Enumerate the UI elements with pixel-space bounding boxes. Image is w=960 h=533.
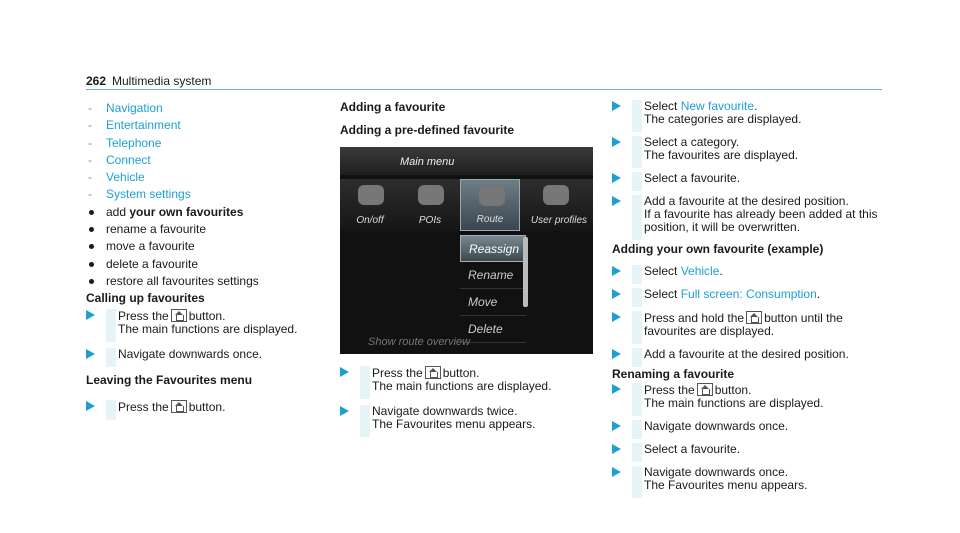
- route-icon: [479, 186, 505, 206]
- page-number: 262: [86, 74, 107, 88]
- instruction-step: Select New fa­vourite.The categories are…: [612, 99, 892, 132]
- arrow-icon: [612, 384, 621, 394]
- instruction-step: Navigate down­wards once.: [612, 420, 892, 439]
- tile-pois: POIs: [400, 179, 460, 231]
- menu-item-move: Move: [460, 289, 526, 316]
- home-button-icon: [170, 309, 187, 323]
- map-icon: [418, 185, 444, 205]
- menu-link: New fa­vourite: [680, 99, 755, 113]
- tile-route: Route: [460, 179, 520, 231]
- screen-scrollbar: [523, 237, 528, 307]
- page-title: Multimedia sy­stem: [112, 74, 212, 88]
- arrow-icon: [612, 137, 621, 147]
- arrow-icon: [340, 406, 349, 416]
- screen-bottom-label: Show route overview: [368, 336, 471, 348]
- multimedia-screen-image: Main menu On/off POIs Route User profile…: [340, 147, 593, 354]
- arrow-icon: [86, 310, 95, 321]
- tile-on-off: On/off: [340, 179, 400, 231]
- user-icon: [543, 185, 569, 205]
- bullet-item: rename a fa­vourite: [86, 221, 316, 238]
- instruction-step: Select Vehicle.: [612, 264, 892, 284]
- instruction-step: Select Full screen: Consumption.: [612, 287, 892, 307]
- heading-predefined-favourite: Adding a pre-defined fa­vourite: [340, 123, 515, 137]
- instruction-step: Select a fa­vourite.: [612, 172, 892, 191]
- home-button-icon: [424, 366, 441, 379]
- home-button-icon: [746, 311, 763, 324]
- header-divider: [86, 89, 882, 90]
- menu-list-item: -Telephone: [88, 135, 162, 150]
- bullet-item: mo­ve a fa­vourite: [86, 238, 316, 255]
- column-middle: Adding a fa­vourite Adding a pre-defined…: [340, 100, 590, 138]
- arrow-icon: [612, 421, 621, 431]
- arrow-icon: [86, 401, 95, 412]
- arrow-icon: [612, 266, 621, 276]
- menu-item-rename: Rename: [460, 262, 526, 289]
- arrow-icon: [340, 367, 349, 377]
- arrow-icon: [86, 349, 95, 360]
- arrow-icon: [612, 196, 621, 206]
- heading-calling-up: Calling up fa­vourites: [86, 291, 205, 306]
- page-header: 262 Multimedia sy­stem: [86, 74, 882, 88]
- home-button-icon: [696, 383, 713, 396]
- instruction-step: Navigate down­wards once.: [86, 348, 316, 368]
- bullet-item: dele­te a fa­vourite: [86, 256, 316, 273]
- arrow-icon: [612, 289, 621, 299]
- menu-list-item: -Navigation: [88, 101, 163, 115]
- screen-topbar: Main menu: [340, 147, 593, 175]
- arrow-icon: [612, 173, 621, 183]
- instruction-step: Navigate down­wards twice.The Fa­vourite…: [340, 405, 590, 437]
- menu-list-item: -Vehicle: [88, 170, 145, 185]
- menu-item-reassign: Reassign: [460, 235, 526, 262]
- menu-link: Full screen: Consumption: [680, 287, 817, 301]
- heading-adding-favourite: Adding a fa­vourite: [340, 100, 446, 114]
- instruction-step: Select a fa­vourite.: [612, 443, 892, 462]
- tile-user-profiles: User profiles: [525, 179, 593, 231]
- instruction-step: Select a categor­y.The fa­vourites are d…: [612, 136, 892, 168]
- menu-list-item: -Entertainment: [88, 118, 181, 133]
- screen-context-menu: Reassign Rename Move Delete: [460, 235, 526, 343]
- menu-link: Vehicle: [680, 264, 720, 278]
- arrow-icon: [612, 467, 621, 477]
- car-icon: [358, 185, 384, 205]
- bullet-item: add your own fa­vourites: [86, 204, 316, 221]
- arrow-icon: [612, 444, 621, 454]
- arrow-icon: [612, 312, 621, 322]
- home-button-icon: [170, 400, 187, 414]
- instruction-step: Add a fa­vourite at the desired position…: [612, 348, 892, 367]
- instruction-step: Navigate down­wards once.The Fa­vourites…: [612, 466, 892, 498]
- instruction-step: Add a fa­vourite at the desired position…: [612, 195, 892, 240]
- heading-own-favourite: Adding your own fa­vourite (example): [612, 242, 824, 256]
- heading-leaving: Leaving the Fa­vourites menu: [86, 373, 253, 388]
- menu-item-delete: Delete: [460, 316, 526, 343]
- column-right: Select New fa­vourite.The categories are…: [612, 99, 892, 498]
- column-left: -Navigation -Entertainment -Telephone -C…: [86, 100, 316, 421]
- menu-list-item: -System settings: [88, 187, 191, 202]
- bullet-item: restore all fa­vourites settings: [86, 273, 316, 290]
- menu-list-item: -Connect: [88, 152, 151, 167]
- arrow-icon: [612, 101, 621, 111]
- arrow-icon: [612, 349, 621, 359]
- heading-renaming: Re­naming a fa­vourite: [612, 367, 735, 381]
